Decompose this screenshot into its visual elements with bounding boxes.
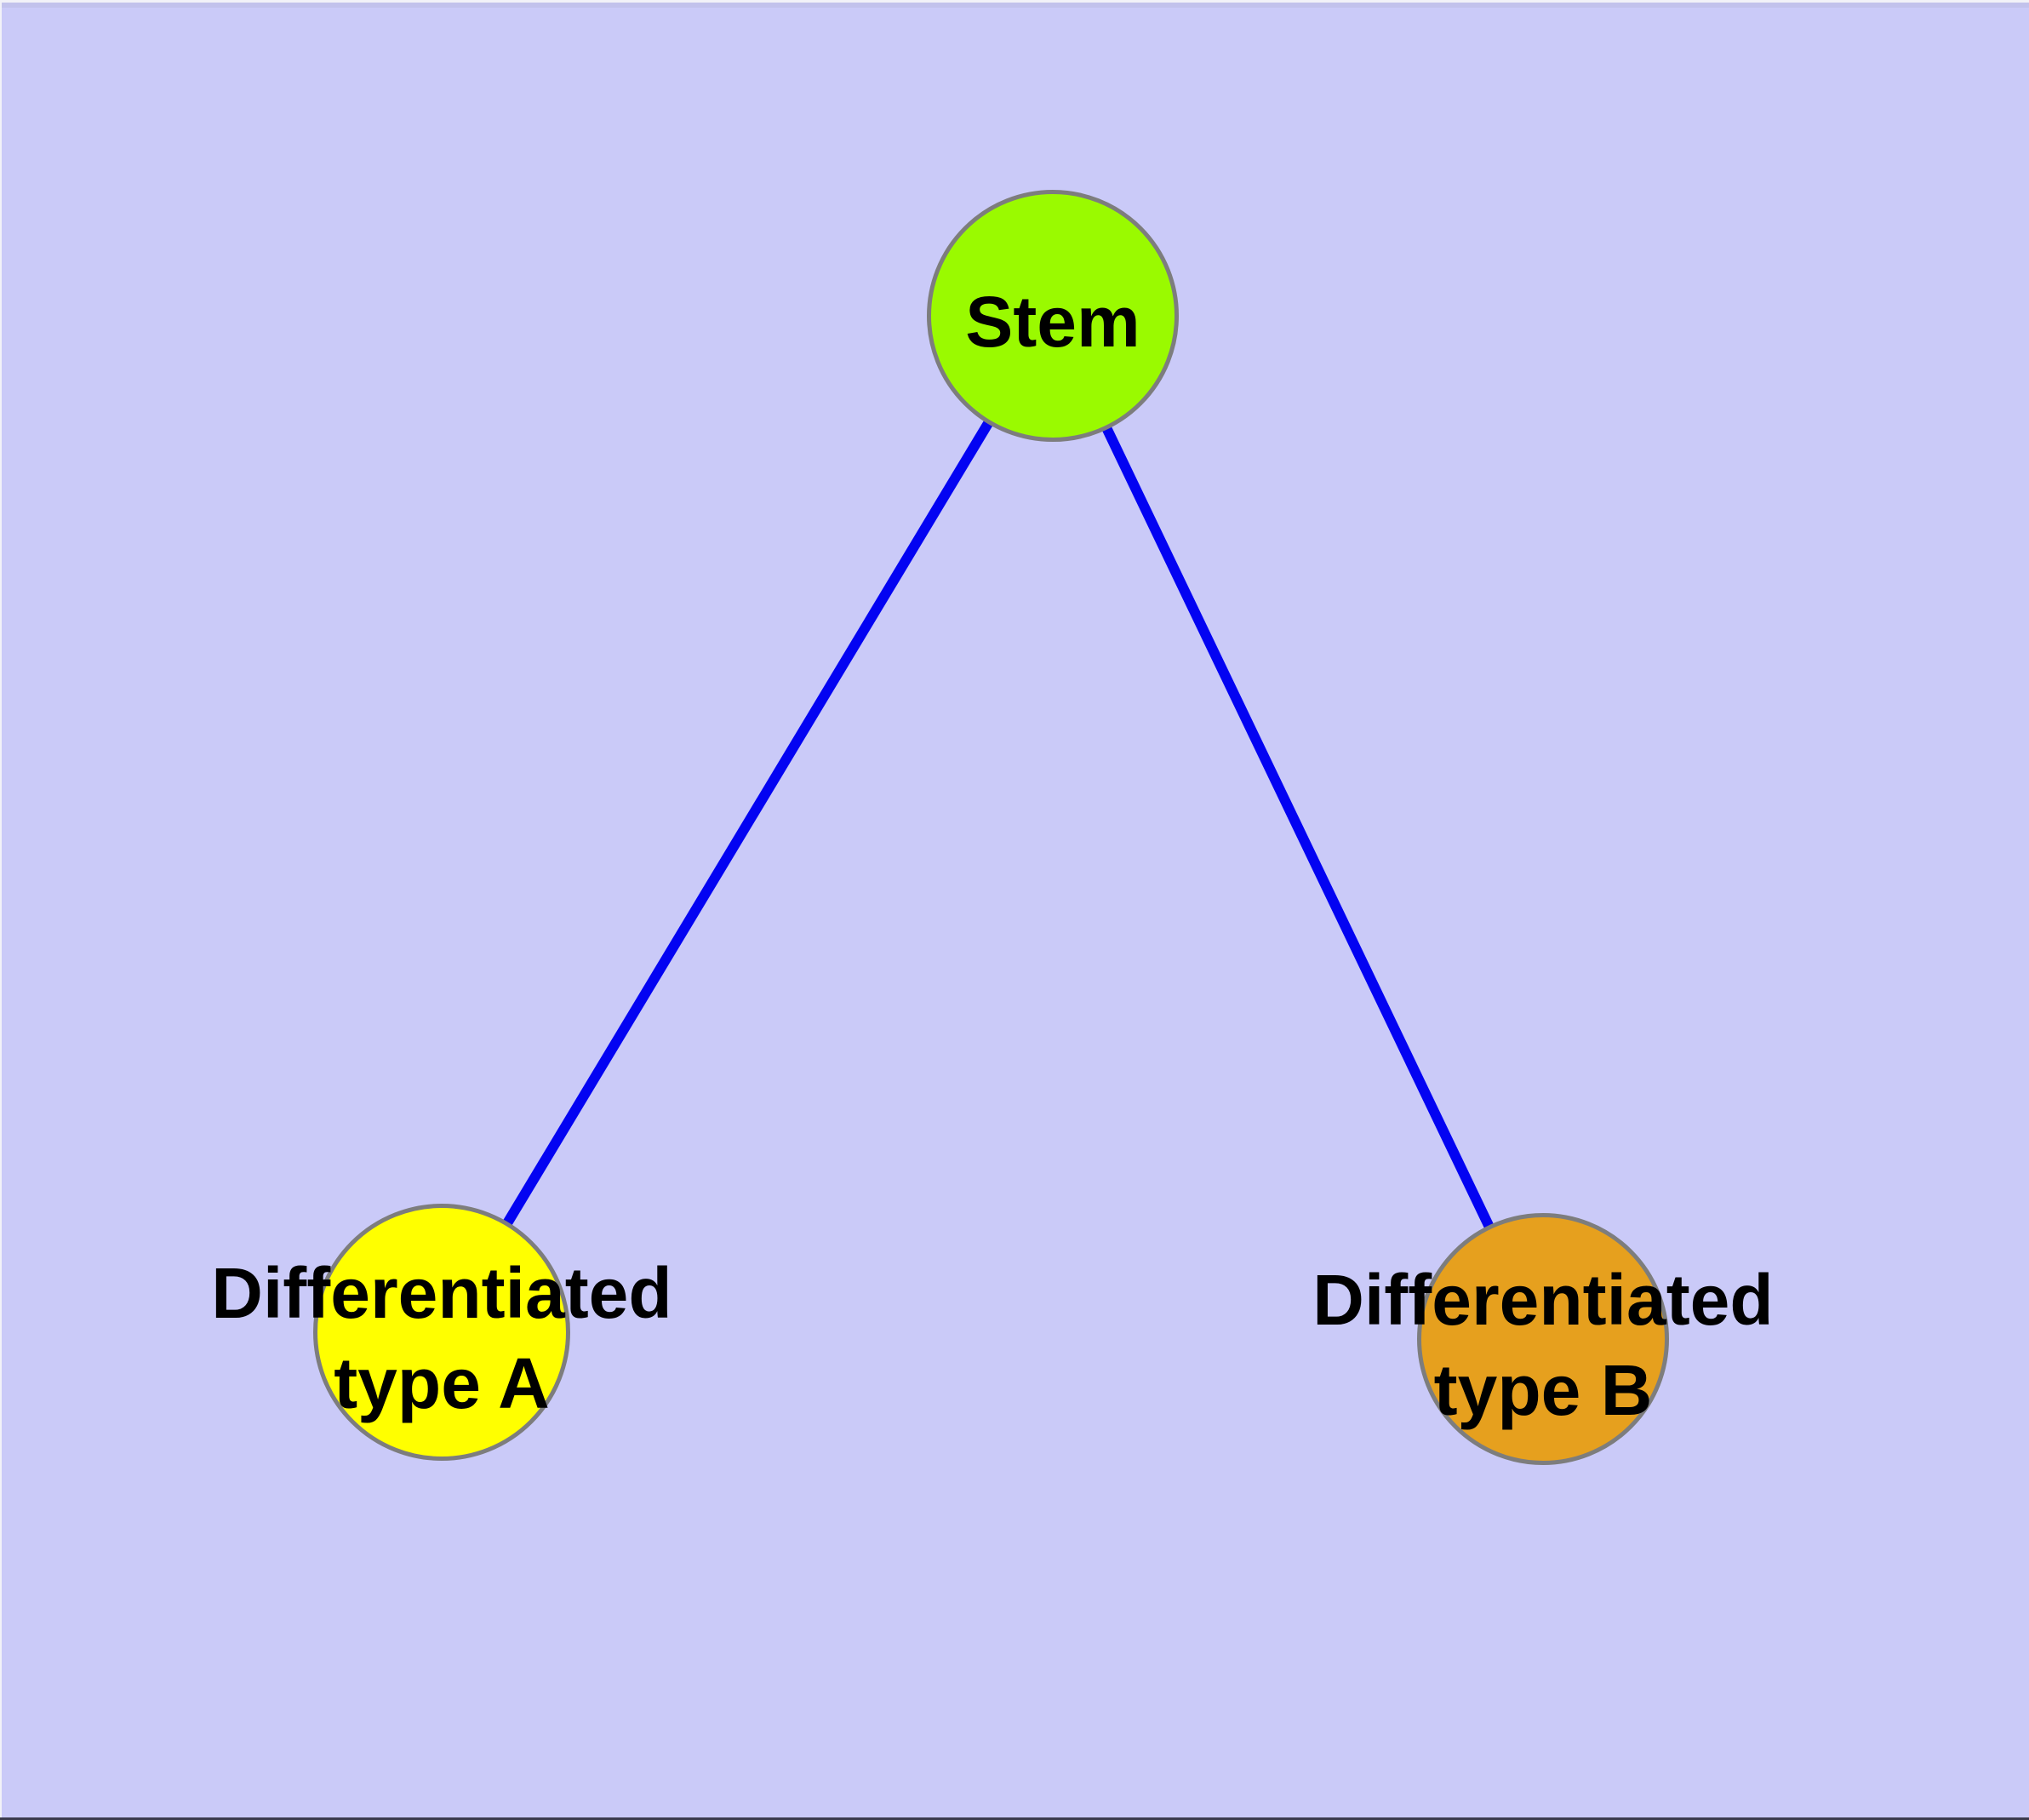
node-differentiated-type-b-circle (1417, 1213, 1669, 1465)
node-differentiated-type-b-label: Differentiated type B (1312, 1260, 1774, 1430)
top-edge-shade (0, 3, 2029, 8)
left-edge-highlight (0, 0, 2, 1820)
node-stem-circle (927, 190, 1179, 442)
top-edge-highlight (0, 0, 2029, 3)
node-differentiated-type-a-circle (313, 1204, 570, 1461)
bottom-edge-line (0, 1817, 2029, 1820)
edge-stem-to-typeB (1048, 313, 1548, 1342)
node-differentiated-type-a-label: Differentiated type A (211, 1253, 672, 1423)
edge-stem-to-typeA (437, 312, 1058, 1336)
node-stem-label: Stem (965, 282, 1140, 362)
